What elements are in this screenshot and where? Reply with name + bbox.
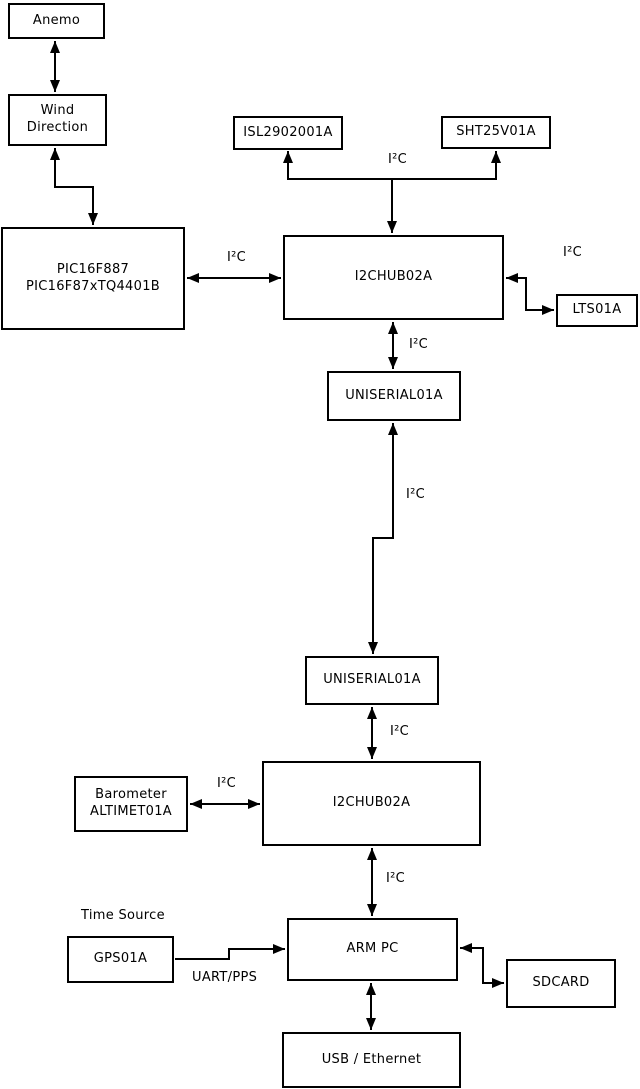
node-anemo: Anemo [8, 3, 105, 39]
node-barometer-altimet01a: Barometer ALTIMET01A [74, 776, 188, 832]
edge-hub-top-lts [506, 273, 554, 315]
edge-arm-sdcard [460, 943, 504, 988]
edge-label-i2c-barometer: I²C [217, 776, 237, 791]
node-arm-pc: ARM PC [287, 918, 458, 981]
edge-label-i2c-lts: I²C [563, 245, 583, 260]
node-i2chub02a-top: I2CHUB02A [283, 235, 504, 320]
node-uniserial01a-top: UNISERIAL01A [327, 371, 461, 421]
label-time-source: Time Source [81, 908, 165, 923]
node-i2chub02a-bottom-label: I2CHUB02A [332, 795, 411, 811]
node-uniserial01a-bottom: UNISERIAL01A [305, 656, 439, 705]
node-isl2902001a: ISL2902001A [233, 116, 343, 150]
edge-label-i2c-sensor-bus: I²C [388, 152, 408, 167]
node-i2chub02a-bottom: I2CHUB02A [262, 761, 481, 846]
node-sdcard: SDCARD [506, 959, 616, 1008]
node-pic16f887: PIC16F887 PIC16F87xTQ4401B [1, 227, 185, 330]
edge-label-i2c-uniserial-link: I²C [406, 487, 426, 502]
node-uniserial01a-top-label: UNISERIAL01A [345, 387, 443, 403]
node-isl2902001a-label: ISL2902001A [243, 124, 333, 140]
node-usb-ethernet: USB / Ethernet [282, 1032, 461, 1088]
node-pic16f887-label: PIC16F887 PIC16F87xTQ4401B [26, 261, 160, 294]
edge-label-i2c-hub-arm: I²C [386, 871, 406, 886]
node-gps01a-label: GPS01A [93, 951, 148, 967]
node-anemo-label: Anemo [32, 12, 81, 28]
node-gps01a: GPS01A [67, 936, 174, 983]
edge-label-i2c-hub-uniserial: I²C [409, 337, 429, 352]
node-lts01a-label: LTS01A [572, 302, 622, 318]
node-sht25v01a: SHT25V01A [441, 116, 551, 149]
edge-label-i2c-uniserial-hub-bottom: I²C [390, 724, 410, 739]
node-usb-ethernet-label: USB / Ethernet [321, 1051, 422, 1067]
node-lts01a: LTS01A [556, 294, 638, 327]
node-barometer-altimet01a-label: Barometer ALTIMET01A [90, 787, 172, 819]
node-wind-direction-label: Wind Direction [26, 103, 89, 135]
edge-label-i2c-pic-hub: I²C [227, 250, 247, 265]
edge-wind-pic [50, 148, 98, 225]
node-wind-direction: Wind Direction [8, 94, 107, 146]
node-arm-pc-label: ARM PC [346, 941, 399, 957]
node-sht25v01a-label: SHT25V01A [456, 124, 536, 140]
node-i2chub02a-top-label: I2CHUB02A [354, 269, 433, 285]
node-sdcard-label: SDCARD [532, 975, 590, 991]
edge-uniserial-top-uniserial-bottom [368, 423, 398, 654]
label-uart-pps: UART/PPS [192, 970, 258, 985]
node-uniserial01a-bottom-label: UNISERIAL01A [323, 672, 421, 688]
edge-gps-arm [175, 944, 285, 960]
